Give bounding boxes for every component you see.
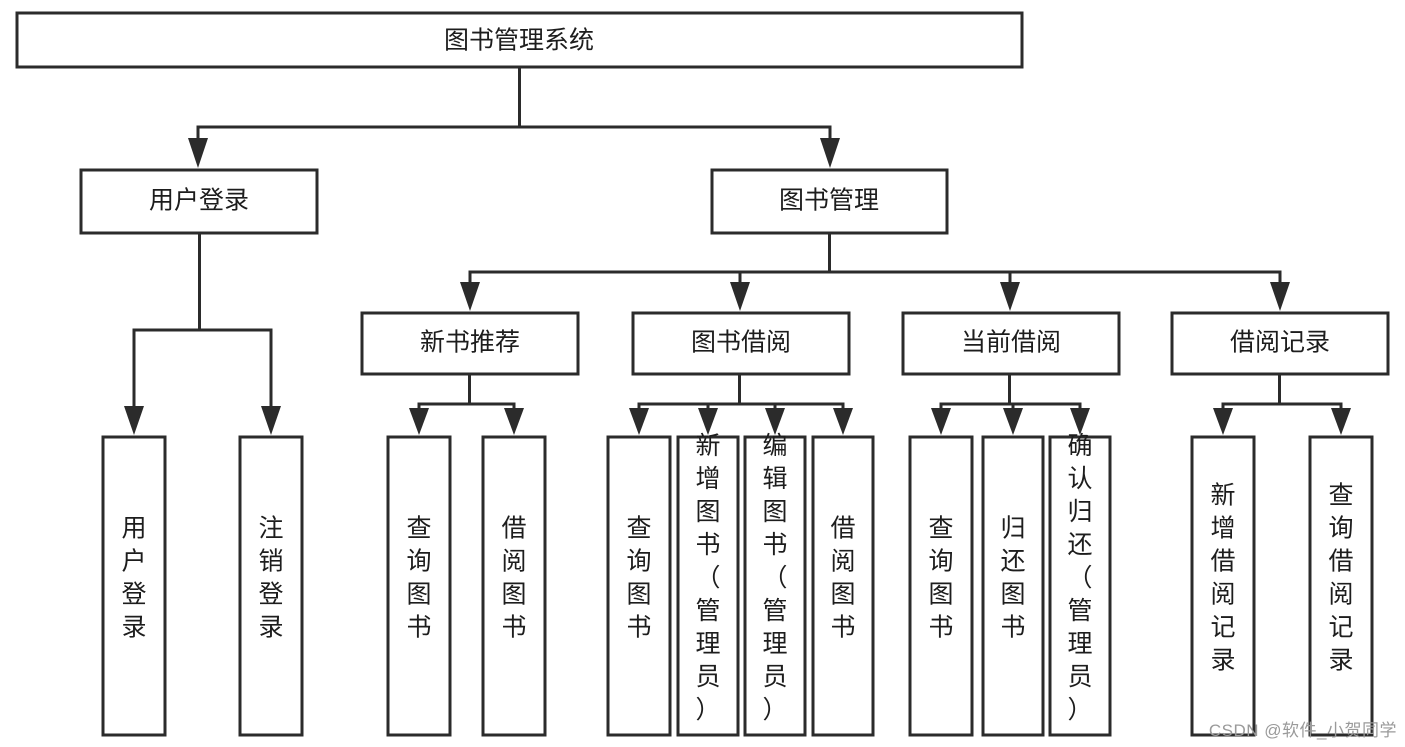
node-new-book-recommend[interactable]: 新书推荐 [360,311,580,376]
leaf-node-bb-add-book-label: 新增图书（管理员） [695,432,720,724]
leaf-node-logout-label: 注销登录 [258,515,283,642]
connectors-new-book-to-leaves [409,372,524,435]
leaf-node-bb-query-book[interactable]: 查询图书 [606,435,672,737]
leaf-node-cb-confirm-return-label: 确认归还（管理员） [1067,432,1092,724]
leaf-node-bb-edit-book-box[interactable] [743,435,807,737]
leaf-node-cb-query-book-label: 查询图书 [928,515,953,642]
node-root[interactable]: 图书管理系统 [15,11,1024,69]
arrowhead-br-add [1213,408,1233,435]
leaf-node-user-login[interactable]: 用户登录 [101,435,167,737]
arrowhead-br-query [1331,408,1351,435]
leaf-node-nb-query-book-label: 查询图书 [406,515,431,642]
node-current-borrow[interactable]: 当前借阅 [901,311,1121,376]
leaf-node-cb-return-book-label: 归还图书 [1000,515,1025,642]
arrowhead-current-borrow [1000,282,1020,311]
arrowhead-nb-borrow [504,408,524,435]
arrowhead-bb-edit [765,408,785,435]
leaf-node-br-add-record-box[interactable] [1190,435,1256,737]
leaf-node-bb-add-book-box[interactable] [676,435,740,737]
node-borrow-record-box[interactable] [1170,311,1390,376]
node-book-management-label: 图书管理 [779,187,879,215]
leaf-node-user-login-label: 用户登录 [121,515,146,642]
leaf-node-br-query-record[interactable]: 查询借阅记录 [1308,435,1374,737]
arrowhead-bb-borrow [833,408,853,435]
arrowhead-borrow-record [1270,282,1290,311]
connectors-user-login-to-leaves [124,231,281,435]
leaf-node-br-query-record-box[interactable] [1308,435,1374,737]
arrowhead-borrow-book [730,282,750,311]
node-new-book-recommend-box[interactable] [360,311,580,376]
leaf-node-bb-edit-book-label: 编辑图书（管理员） [762,432,787,724]
leaf-node-bb-borrow-book-label: 借阅图书 [830,515,855,642]
leaf-node-br-query-record-label: 查询借阅记录 [1328,482,1353,675]
leaf-node-cb-return-book-box[interactable] [981,435,1045,737]
node-user-login-box[interactable] [79,168,319,235]
leaf-node-nb-query-book-box[interactable] [386,435,452,737]
arrowhead-bb-query [629,408,649,435]
arrowhead-leaf-logout [261,406,281,435]
arrowhead-new-book [460,282,480,311]
node-current-borrow-box[interactable] [901,311,1121,376]
arrowhead-cb-query [931,408,951,435]
arrowhead-cb-confirm [1070,408,1090,435]
leaf-node-cb-query-book-box[interactable] [908,435,974,737]
leaf-node-br-add-record[interactable]: 新增借阅记录 [1190,435,1256,737]
node-current-borrow-label: 当前借阅 [961,329,1061,357]
connectors-borrow-book-to-leaves [629,372,853,435]
node-root-label: 图书管理系统 [444,27,594,55]
leaf-node-nb-borrow-book-box[interactable] [481,435,547,737]
arrowhead-book-mgmt [820,138,840,168]
leaf-node-bb-query-book-box[interactable] [606,435,672,737]
connectors-root-to-level2 [188,65,840,168]
node-book-borrow[interactable]: 图书借阅 [631,311,851,376]
arrowhead-leaf-user-login [124,406,144,435]
arrowhead-bb-add [698,408,718,435]
leaf-node-bb-borrow-book[interactable]: 借阅图书 [811,435,875,737]
node-user-login[interactable]: 用户登录 [79,168,319,235]
leaf-node-logout-box[interactable] [238,435,304,737]
leaf-node-bb-query-book-label: 查询图书 [626,515,651,642]
connectors-borrow-record-to-leaves [1213,372,1351,435]
arrowhead-cb-return [1003,408,1023,435]
leaf-node-nb-query-book[interactable]: 查询图书 [386,435,452,737]
leaf-node-cb-return-book[interactable]: 归还图书 [981,435,1045,737]
leaf-node-cb-query-book[interactable]: 查询图书 [908,435,974,737]
node-book-management[interactable]: 图书管理 [710,168,949,235]
node-book-borrow-box[interactable] [631,311,851,376]
arrowhead-nb-query [409,408,429,435]
node-book-borrow-label: 图书借阅 [691,329,791,357]
leaf-node-bb-borrow-book-box[interactable] [811,435,875,737]
node-book-management-box[interactable] [710,168,949,235]
node-borrow-record[interactable]: 借阅记录 [1170,311,1390,376]
leaf-node-bb-edit-book[interactable]: 编辑图书（管理员） [743,432,807,737]
node-new-book-recommend-label: 新书推荐 [420,329,520,357]
leaf-node-nb-borrow-book[interactable]: 借阅图书 [481,435,547,737]
connectors-book-mgmt-to-level3 [460,231,1290,311]
node-borrow-record-label: 借阅记录 [1230,329,1330,357]
leaf-node-cb-confirm-return-box[interactable] [1048,435,1112,737]
leaf-node-nb-borrow-book-label: 借阅图书 [501,515,526,642]
leaf-node-br-add-record-label: 新增借阅记录 [1210,482,1235,675]
node-root-box[interactable] [15,11,1024,69]
leaf-node-cb-confirm-return[interactable]: 确认归还（管理员） [1048,432,1112,737]
leaf-node-bb-add-book[interactable]: 新增图书（管理员） [676,432,740,737]
leaf-node-logout[interactable]: 注销登录 [238,435,304,737]
leaf-node-user-login-box[interactable] [101,435,167,737]
node-user-login-label: 用户登录 [149,187,249,215]
arrowhead-user-login [188,138,208,168]
connectors-current-borrow-to-leaves [931,372,1090,435]
